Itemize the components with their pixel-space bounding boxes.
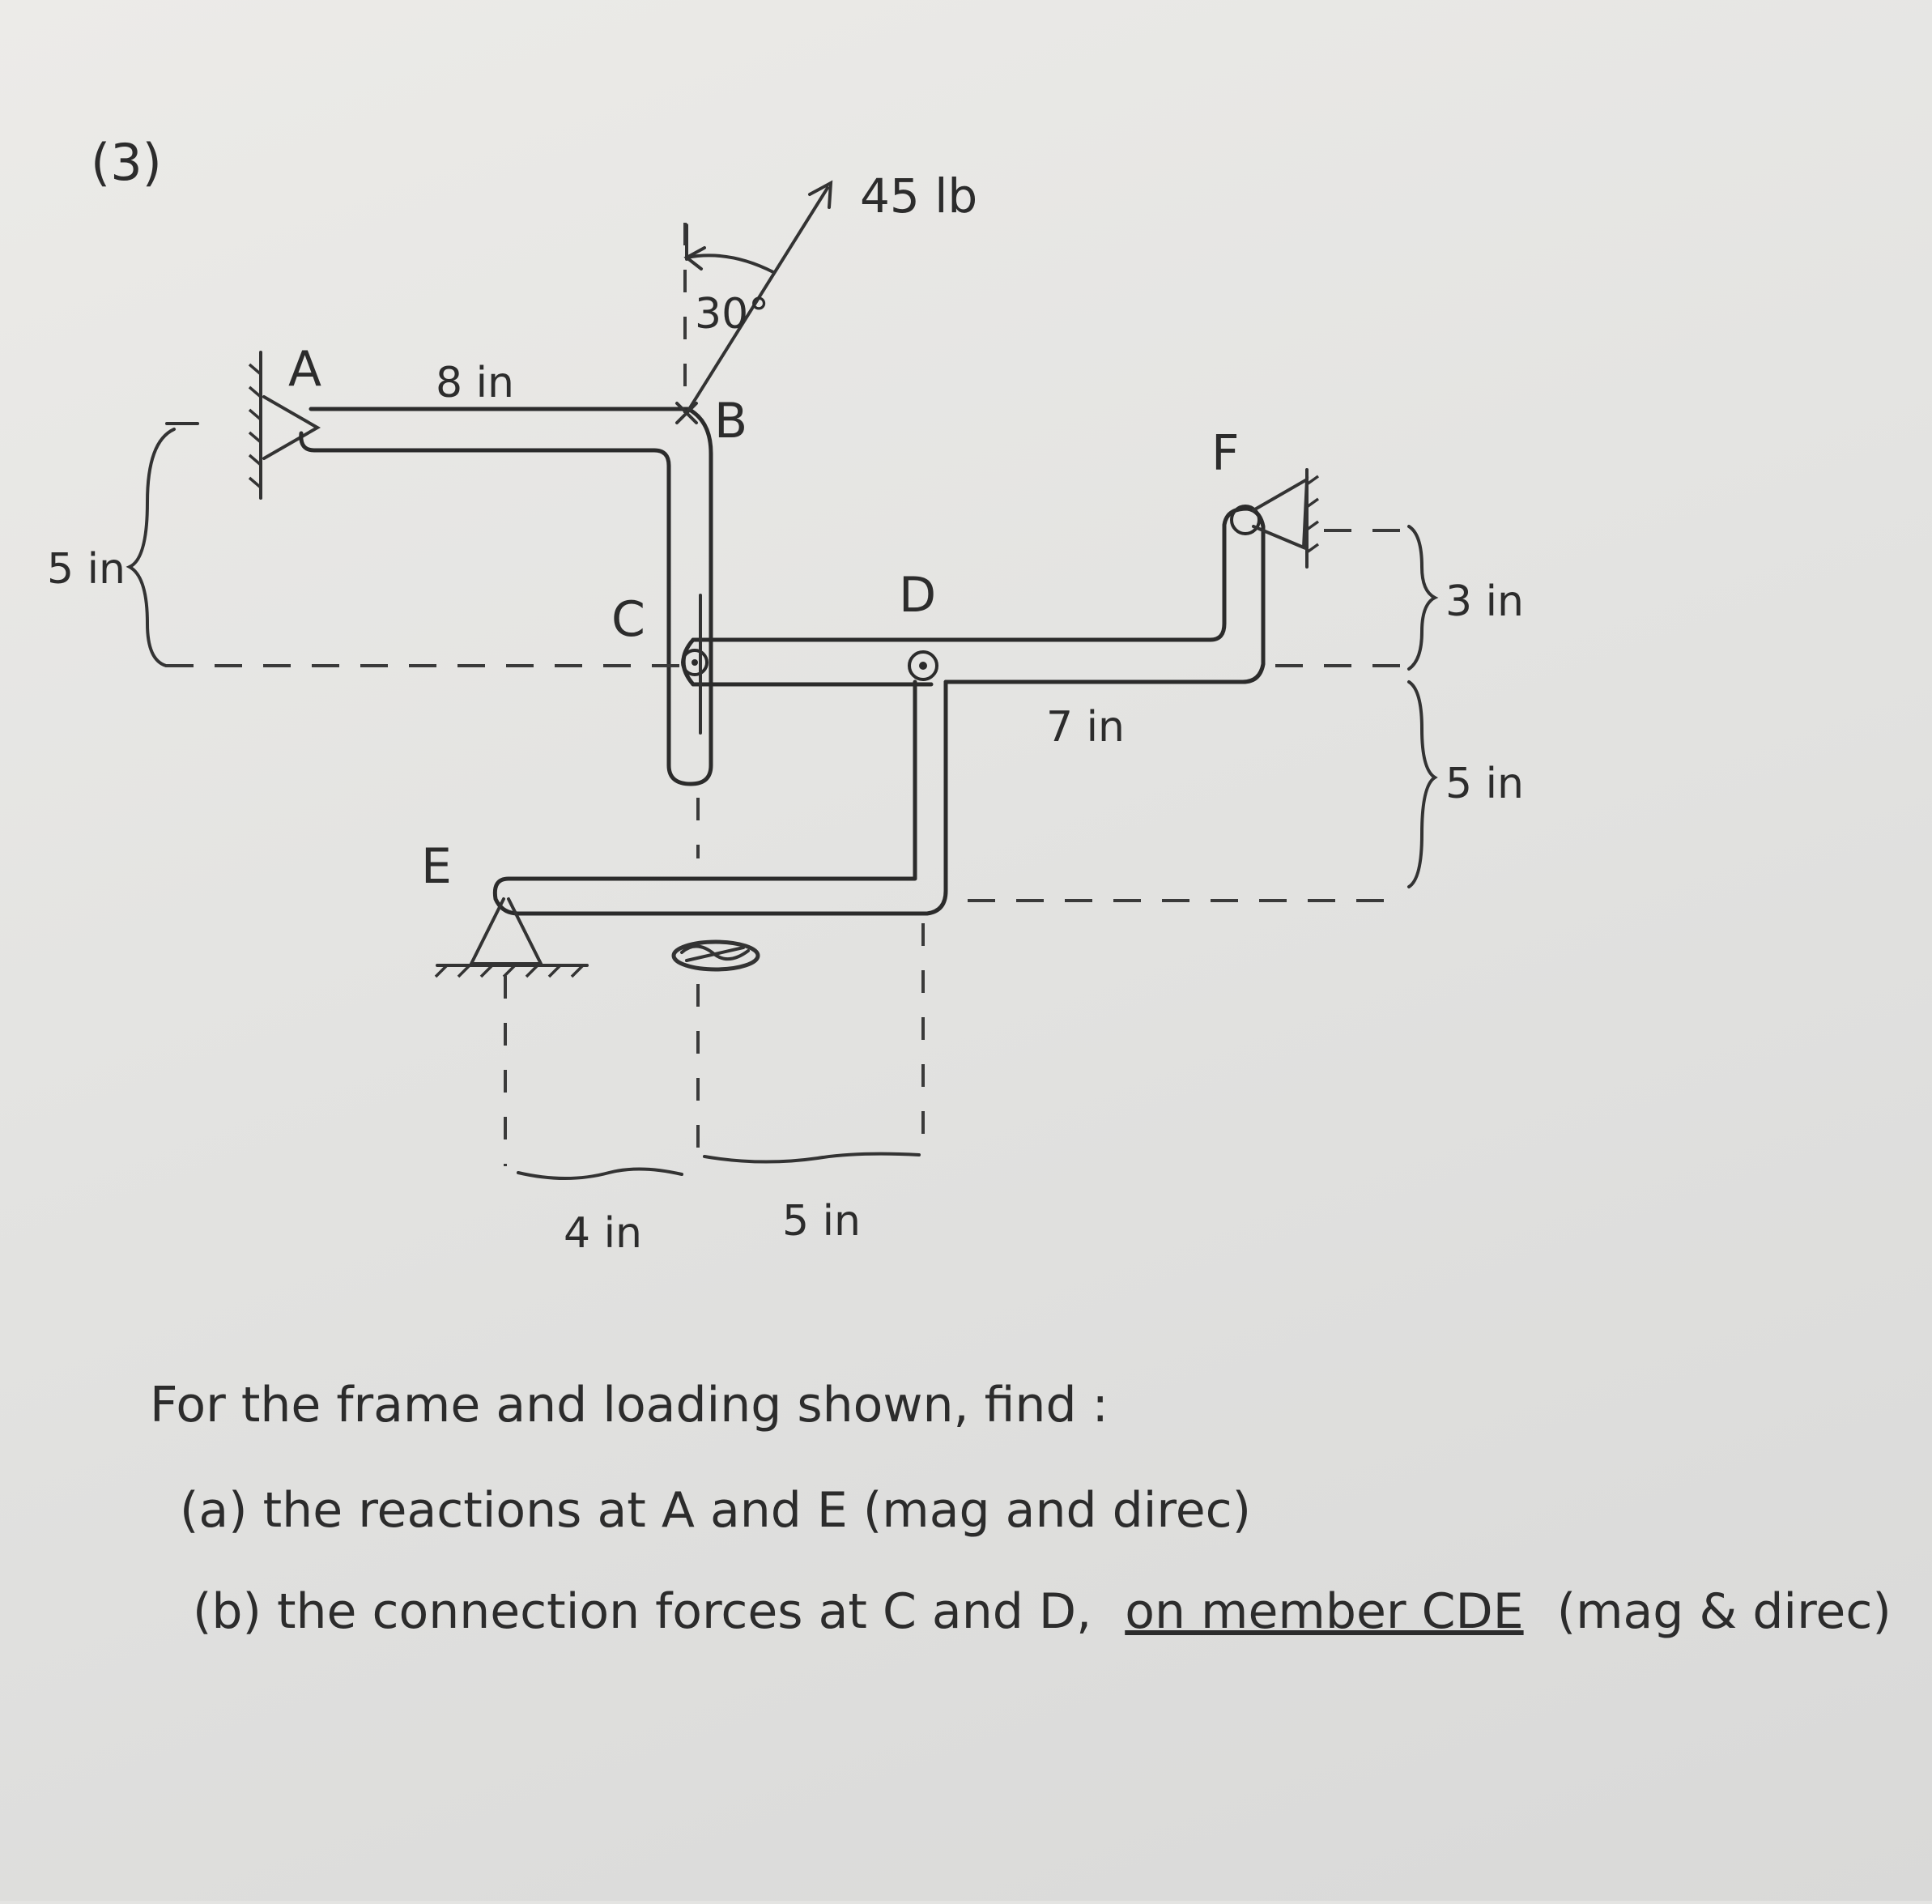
pin-d: [908, 650, 938, 681]
member-cde: [492, 679, 948, 916]
question-part-b-text: (b) the connection forces at C and D,: [193, 1583, 1092, 1640]
label-b: B: [714, 393, 747, 449]
question-part-b: (b) the connection forces at C and D, on…: [193, 1583, 1892, 1640]
dim-d-to-e: 5 in: [968, 680, 1524, 902]
dim-ab-label: 8 in: [436, 359, 514, 407]
dim-c-to-d: 5 in: [703, 1152, 921, 1246]
dim-left-vertical-label: 5 in: [47, 545, 126, 594]
scribble-mark: [671, 939, 760, 972]
label-f: F: [1211, 425, 1240, 482]
pin-c: [681, 594, 709, 735]
dim-f-offset: 3 in: [1275, 525, 1524, 671]
support-a: [248, 351, 321, 500]
dim-df-label: 7 in: [1046, 703, 1125, 752]
load-angle-label: 30°: [695, 290, 769, 339]
label-e: E: [421, 838, 452, 895]
dim-e-to-c-label: 4 in: [564, 1209, 642, 1258]
dim-left-vertical: 5 in: [47, 422, 696, 667]
problem-number: (3): [91, 133, 162, 192]
label-a: A: [288, 341, 321, 398]
member-df: [929, 506, 1266, 684]
load-arrow: 45 lb 30°: [675, 168, 977, 424]
label-d: D: [899, 567, 936, 624]
member-cd: [691, 637, 934, 687]
support-f: [1230, 468, 1320, 569]
label-c: C: [611, 591, 645, 648]
dim-f-offset-label: 3 in: [1445, 577, 1524, 626]
dim-d-to-e-label: 5 in: [1445, 760, 1524, 808]
support-e: [434, 897, 589, 978]
member-abc: [299, 407, 713, 786]
dim-e-to-c: 4 in: [517, 1167, 683, 1258]
load-magnitude-label: 45 lb: [860, 168, 977, 224]
question-part-a: (a) the reactions at A and E (mag and di…: [180, 1482, 1251, 1539]
question-intro: For the frame and loading shown, find :: [150, 1377, 1109, 1433]
question-part-b-underlined: on member CDE: [1125, 1583, 1523, 1640]
dim-c-to-d-label: 5 in: [782, 1197, 861, 1246]
question-part-b-tail: (mag & direc): [1557, 1583, 1892, 1640]
